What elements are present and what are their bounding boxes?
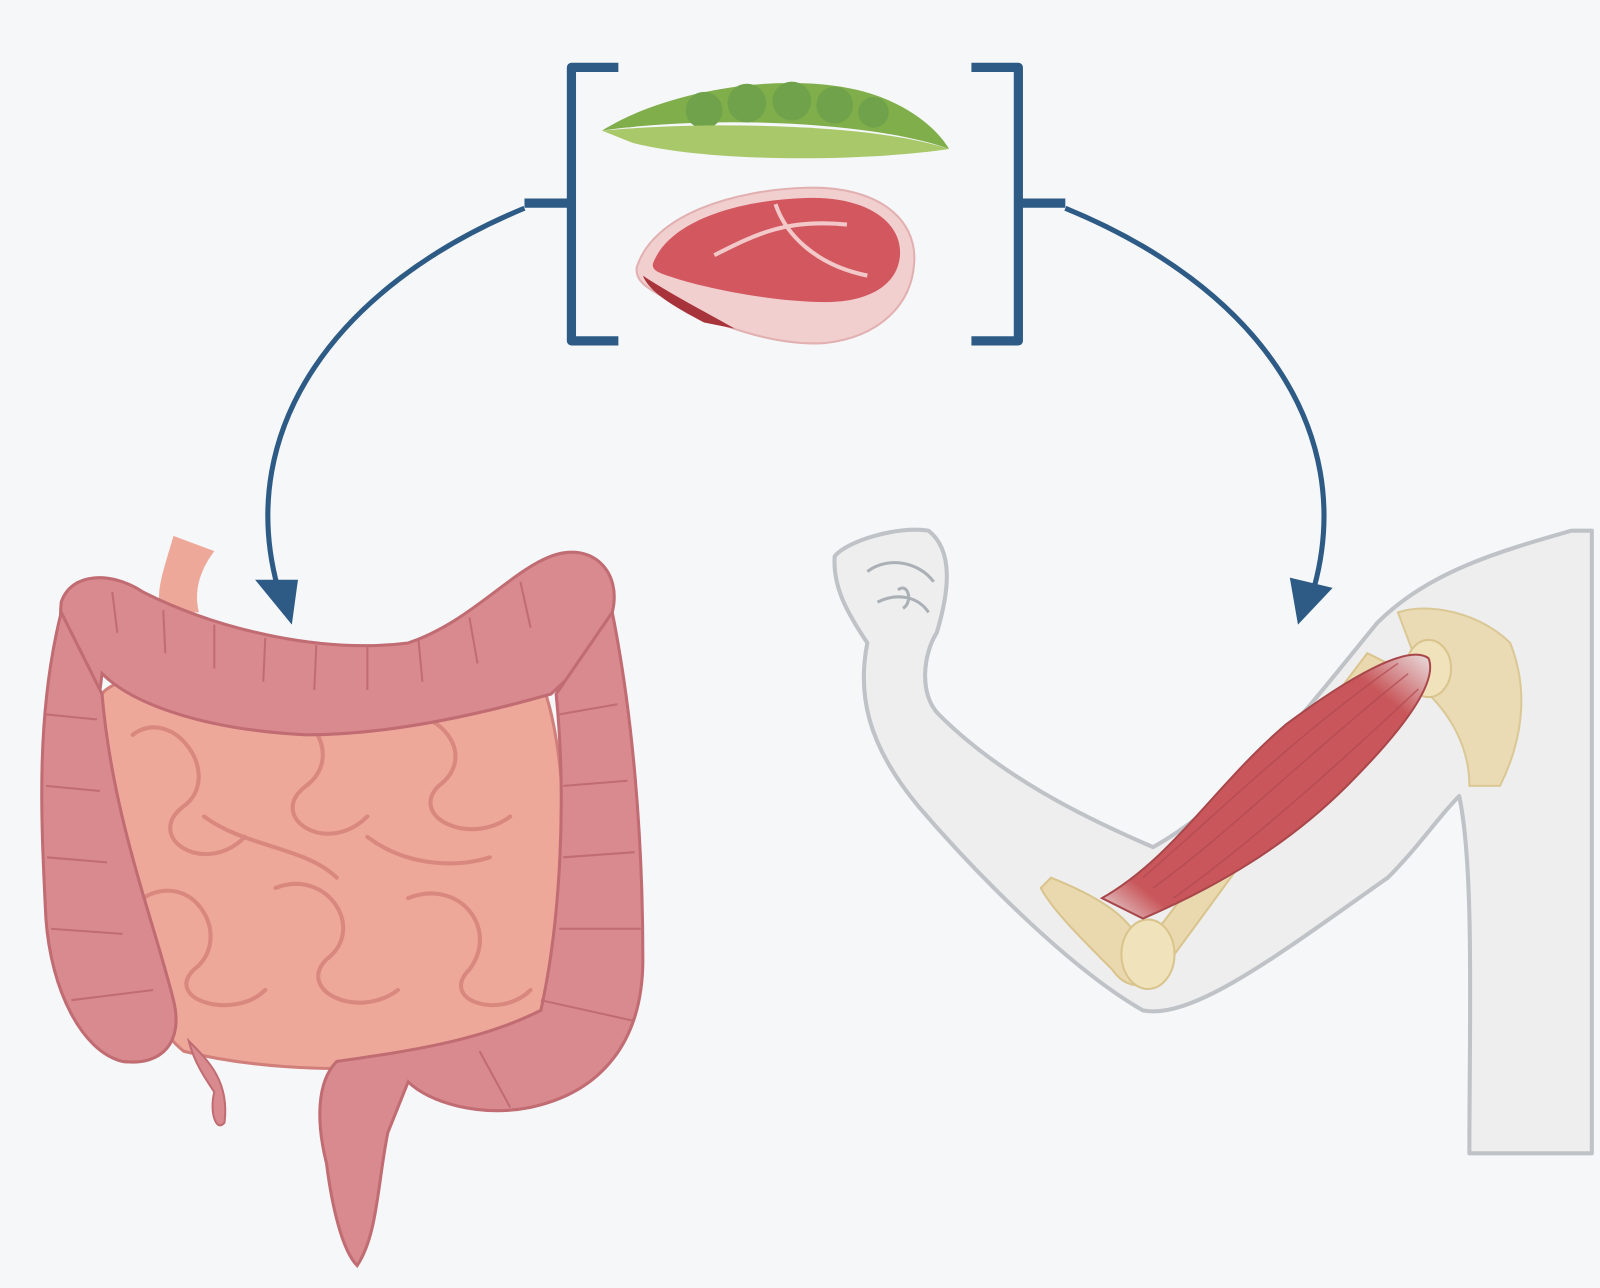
arrow-to-intestines xyxy=(255,205,526,625)
left-bracket xyxy=(524,62,619,346)
steak-icon xyxy=(635,186,916,345)
right-bracket xyxy=(971,62,1066,346)
pea-pod-icon xyxy=(602,81,949,159)
biceps-muscle-icon xyxy=(832,527,1594,1156)
intestines-icon xyxy=(40,535,645,1268)
arrow-to-muscle xyxy=(1064,205,1333,625)
